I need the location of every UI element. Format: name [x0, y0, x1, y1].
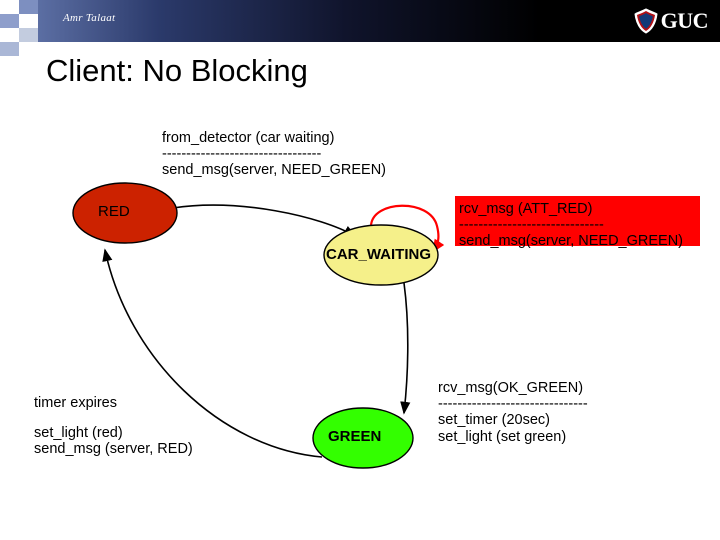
- transition-label-line: ------------------------------: [459, 217, 604, 234]
- state-node-green[interactable]: [312, 407, 414, 469]
- guc-shield-logo-icon: [633, 8, 659, 34]
- edge-red-to-carwaiting: [172, 204, 357, 237]
- transition-label-line: set_light (red): [34, 425, 123, 442]
- state-label-green: GREEN: [328, 428, 382, 445]
- deco-square: [19, 0, 38, 14]
- transition-label-line: rcv_msg(OK_GREEN): [438, 380, 584, 396]
- deco-square: [19, 14, 38, 28]
- state-label-car-waiting: CAR_WAITING: [326, 246, 431, 263]
- transition-label-line: -------------------------------: [438, 396, 588, 413]
- deco-square: [0, 0, 19, 14]
- transition-label-carwaiting-self-loop: rcv_msg (ATT_RED) ----------------------…: [459, 201, 683, 250]
- transition-label-line: set_light (set green): [438, 428, 567, 445]
- state-node-car-waiting[interactable]: [323, 224, 439, 286]
- header-decoration-squares: [0, 0, 56, 56]
- deco-square: [0, 14, 19, 28]
- transition-label-line: send_msg(server, NEED_GREEN): [459, 233, 684, 250]
- guc-logo: GUC: [633, 6, 709, 36]
- transition-label-line: send_msg(server, NEED_GREEN): [162, 162, 387, 179]
- transition-label-line: set_timer (20sec): [438, 412, 551, 429]
- transition-label-line: from_detector (car waiting): [162, 130, 335, 146]
- footer-rule: [0, 534, 720, 540]
- deco-square: [0, 42, 19, 56]
- transition-label-line: rcv_msg (ATT_RED): [459, 201, 593, 217]
- highlight-box-red: [455, 196, 700, 246]
- header-band: [0, 0, 720, 42]
- page-title: Client: No Blocking: [46, 53, 308, 88]
- edge-green-to-red: [102, 248, 323, 458]
- edge-carwaiting-self-loop: [369, 204, 445, 253]
- state-machine-diagram: RED CAR_WAITING GREEN from_detector (car…: [0, 108, 720, 518]
- deco-square: [19, 28, 38, 42]
- transition-label-line: send_msg (server, RED): [34, 441, 193, 458]
- transition-label-green-to-red: timer expires set_light (red) send_msg (…: [34, 395, 193, 458]
- state-label-red: RED: [98, 203, 130, 220]
- transition-label-line: timer expires: [34, 395, 117, 411]
- transition-label-red-to-carwaiting: from_detector (car waiting) ------------…: [162, 130, 386, 179]
- transition-label-carwaiting-to-green: rcv_msg(OK_GREEN) ----------------------…: [438, 380, 588, 445]
- deco-square: [0, 28, 19, 42]
- transition-label-line: ---------------------------------: [162, 146, 322, 163]
- guc-logo-text: GUC: [660, 8, 709, 33]
- diagram-canvas: [72, 182, 445, 469]
- state-node-red[interactable]: [72, 182, 178, 244]
- transition-label-spacer: [34, 411, 193, 425]
- author-name: Amr Talaat: [63, 12, 116, 24]
- edge-carwaiting-to-green: [400, 282, 411, 415]
